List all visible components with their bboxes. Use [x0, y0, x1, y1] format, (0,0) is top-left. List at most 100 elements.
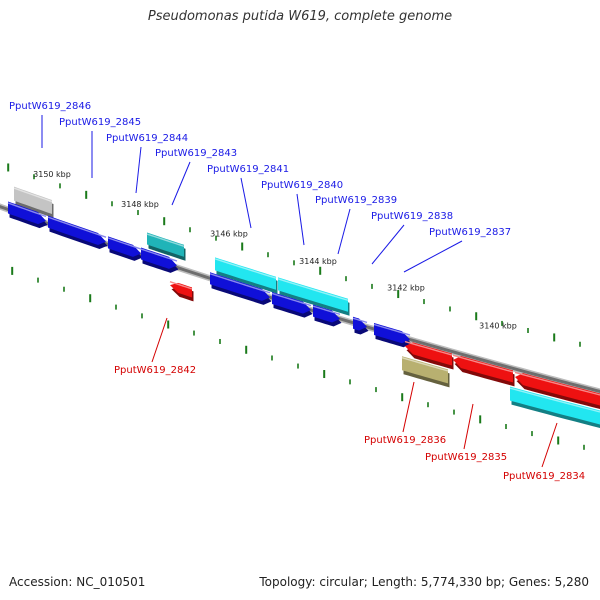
gene-body: [215, 257, 276, 290]
scale-tick-lower: [583, 444, 585, 450]
scale-tick-lower: [271, 355, 273, 361]
gene-highlight: [514, 371, 600, 396]
gene-label-leader: [151, 317, 168, 363]
gene-label-leader: [541, 422, 558, 468]
scale-tick-lower: [557, 436, 560, 445]
scale-label: 3140 kbp: [479, 321, 517, 330]
scale-tick-upper: [293, 260, 295, 266]
gene-label-leader: [337, 208, 351, 255]
scale-tick-upper: [319, 266, 322, 275]
gene-label-pputw619-2838: PputW619_2838: [371, 211, 453, 222]
gene-highlight: [401, 357, 449, 372]
scale-tick-lower: [531, 431, 533, 437]
gene-body: [48, 215, 106, 245]
scale-tick-lower: [37, 277, 39, 283]
gene-label-pputw619-2836: PputW619_2836: [364, 435, 446, 446]
scale-tick-upper: [111, 201, 113, 207]
gene-body: [8, 201, 46, 225]
scale-tick-lower: [453, 409, 455, 415]
gene-highlight: [214, 258, 277, 279]
scale-tick-lower: [401, 393, 404, 402]
scale-tick-lower: [89, 294, 92, 303]
gene-pputw619-2838-arrow: [312, 304, 342, 327]
scale-tick-lower: [479, 415, 482, 424]
gene-pputw619-2835-arrow: [514, 371, 600, 410]
scale-tick-upper: [59, 183, 61, 189]
gene-highlight: [209, 273, 271, 294]
accession-label: Accession: NC_010501: [9, 575, 146, 589]
gene-body: [353, 316, 367, 331]
gene-body: [510, 386, 600, 425]
scale-label: 3148 kbp: [121, 200, 159, 209]
scale-tick-upper: [553, 333, 556, 342]
scale-tick-upper: [501, 320, 503, 326]
scale-tick-lower: [115, 304, 117, 310]
scale-tick-upper: [137, 210, 139, 216]
scale-tick-upper: [163, 217, 166, 226]
scale-tick-lower: [375, 387, 377, 393]
gene-highlight: [146, 233, 185, 247]
scale-label: 3144 kbp: [299, 257, 337, 266]
gene-label-leader: [296, 193, 305, 246]
gene-highlight: [373, 323, 411, 336]
scale-tick-upper: [527, 327, 529, 333]
scale-tick-upper: [371, 283, 373, 289]
gene-label-pputw619-2835: PputW619_2835: [425, 452, 507, 463]
scale-tick-upper: [579, 341, 581, 347]
scale-tick-upper: [423, 299, 425, 305]
scale-tick-upper: [397, 290, 400, 299]
gene-highlight: [404, 340, 453, 356]
gene-label-pputw619-2841: PputW619_2841: [207, 164, 289, 175]
gene-highlight: [352, 317, 368, 324]
gene-label-leader: [403, 240, 463, 273]
gene-highlight: [271, 292, 312, 307]
gene-pputw619-2841-arrow: [214, 257, 278, 294]
gene-highlight: [140, 248, 178, 262]
scale-tick-lower: [349, 379, 351, 385]
gene-label-leader: [371, 224, 405, 265]
gene-body: [405, 342, 452, 366]
scale-tick-upper: [449, 306, 451, 312]
gene-body: [278, 277, 348, 312]
scale-label: 3150 kbp: [33, 170, 71, 179]
gene-body: [515, 373, 600, 406]
scale-tick-lower: [167, 320, 170, 329]
gene-label-pputw619-2839: PputW619_2839: [315, 195, 397, 206]
gene-pputw619-2845-arrow: [47, 215, 108, 249]
gene-pputw619-2844-arrow: [107, 236, 143, 261]
scale-tick-upper: [345, 276, 347, 282]
scale-tick-upper: [215, 235, 217, 241]
scale-tick-lower: [63, 286, 65, 292]
gene-body: [402, 356, 448, 384]
scale-label: 3146 kbp: [210, 229, 248, 238]
gene-highlight: [277, 278, 349, 301]
gene-pputw619-2837-arrow: [352, 316, 369, 335]
gene-body: [141, 247, 177, 269]
gene-label-pputw619-2845: PputW619_2845: [59, 117, 141, 128]
genome-summary: Topology: circular; Length: 5,774,330 bp…: [259, 575, 589, 589]
scale-tick-upper: [33, 174, 35, 180]
gene-label-leader: [463, 403, 474, 450]
gene-pputw619-2836-arrow: [401, 356, 450, 388]
gene-pputw619-2839-arrow: [271, 291, 313, 318]
gene-body: [374, 322, 410, 344]
scale-tick-lower: [297, 363, 299, 369]
gene-highlight: [13, 187, 53, 203]
scale-tick-upper: [267, 252, 269, 258]
scale-tick-lower: [193, 330, 195, 336]
gene-pputw619-2835-arrow: [452, 354, 515, 387]
gene-label-leader: [240, 177, 252, 229]
gene-pputw619-2835-arrow: [404, 340, 454, 370]
scale-tick-upper: [189, 227, 191, 233]
gene-label-leader: [402, 381, 415, 433]
gene-body: [272, 291, 311, 314]
gene-pputw619-2839-arrow: [209, 272, 272, 305]
gene-label-pputw619-2842: PputW619_2842: [114, 365, 196, 376]
scale-tick-lower: [11, 266, 14, 275]
gene-label-leader: [171, 161, 191, 206]
gene-pputw619-2842-arrow: [169, 281, 194, 302]
gene-label-pputw619-2844: PputW619_2844: [106, 133, 188, 144]
scale-tick-lower: [219, 338, 221, 344]
scale-tick-lower: [245, 345, 248, 354]
